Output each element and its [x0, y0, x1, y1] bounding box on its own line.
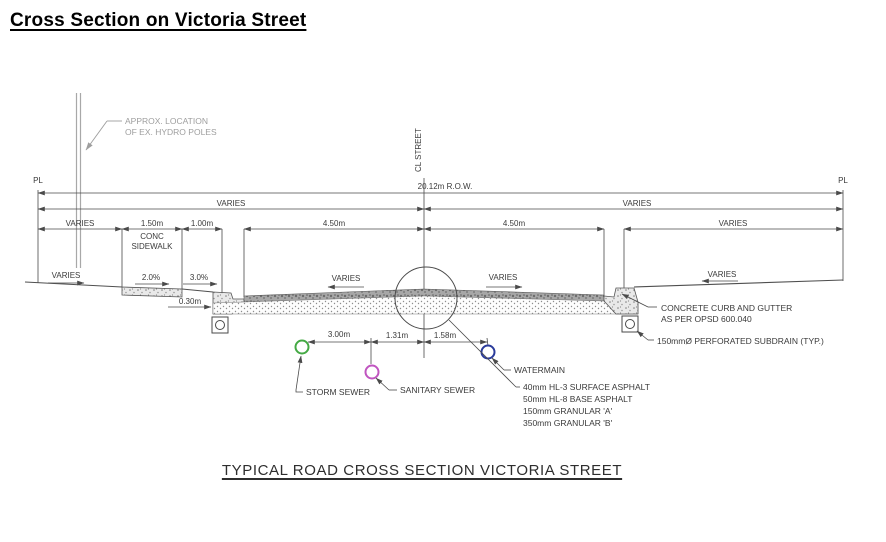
curb-callout-line2: AS PER OPSD 600.040	[661, 314, 752, 324]
pavement-line4: 350mm GRANULAR 'B'	[523, 418, 613, 428]
hydro-callout-line2: OF EX. HYDRO POLES	[125, 127, 217, 137]
sidewalk-label-line2: SIDEWALK	[131, 242, 173, 251]
storm-sewer-label: STORM SEWER	[306, 387, 370, 397]
storm-sewer-marker	[294, 339, 310, 355]
subdrain-left	[211, 316, 229, 334]
curb-height-label: 0.30m	[179, 297, 202, 306]
hydro-pole-leader: APPROX. LOCATION OF EX. HYDRO POLES	[85, 116, 217, 151]
varies-row3-right-label: VARIES	[719, 219, 748, 228]
varies-row2-right-label: VARIES	[623, 199, 652, 208]
pavement-callout: 40mm HL-3 SURFACE ASPHALT 50mm HL-8 BASE…	[448, 319, 650, 428]
boulevard-line	[181, 288, 214, 293]
slope-boulevard-label: 3.0%	[190, 273, 208, 282]
sanitary-sewer-label: SANITARY SEWER	[400, 385, 475, 395]
pavement-line3: 150mm GRANULAR 'A'	[523, 406, 613, 416]
subdrain-label: 150mmØ PERFORATED SUBDRAIN (TYP.)	[657, 336, 824, 346]
watermain-marker	[480, 344, 496, 360]
hydro-callout-line1: APPROX. LOCATION	[125, 116, 208, 126]
sanitary-sewer-marker	[364, 364, 380, 380]
varies-row2-left-label: VARIES	[217, 199, 246, 208]
lane-left-label: 4.50m	[323, 219, 346, 228]
pavement-line2: 50mm HL-8 BASE ASPHALT	[523, 394, 632, 404]
slope-road-left-label: VARIES	[332, 274, 361, 283]
pavement-line1: 40mm HL-3 SURFACE ASPHALT	[523, 382, 650, 392]
sidewalk-label-line1: CONC	[140, 232, 164, 241]
curb-height-dim: 0.30m	[168, 297, 212, 310]
row-width-label: 20.12m R.O.W.	[418, 182, 473, 191]
watermain-callout: WATERMAIN	[491, 357, 565, 375]
subdrain-right	[621, 315, 639, 333]
drawing-caption: TYPICAL ROAD CROSS SECTION VICTORIA STRE…	[221, 462, 623, 479]
pl-label-right: PL	[838, 176, 848, 185]
pl-label-left: PL	[33, 176, 43, 185]
subdrain-callout: 150mmØ PERFORATED SUBDRAIN (TYP.)	[636, 330, 824, 346]
detail-circle	[394, 266, 458, 330]
hydro-pole	[75, 93, 82, 268]
dim-cl-watermain-label: 1.58m	[434, 331, 457, 340]
sidewalk-width-label: 1.50m	[141, 219, 164, 228]
dim-row-row2: VARIES VARIES	[37, 199, 844, 212]
utility-dims: 3.00m 1.31m 1.58m	[307, 330, 489, 364]
extension-lines	[37, 190, 844, 297]
lane-right-label: 4.50m	[503, 219, 526, 228]
slope-varies-left-label: VARIES	[52, 271, 81, 280]
sidewalk-slab	[121, 286, 183, 298]
dim-storm-sanitary-label: 3.00m	[328, 330, 351, 339]
ground-line-right	[633, 279, 844, 288]
sanitary-sewer-callout: SANITARY SEWER	[375, 377, 475, 395]
curb-callout: CONCRETE CURB AND GUTTER AS PER OPSD 600…	[621, 293, 792, 324]
slope-varies-right-label: VARIES	[708, 270, 737, 279]
slope-sidewalk-label: 2.0%	[142, 273, 160, 282]
dim-sanitary-cl-label: 1.31m	[386, 331, 409, 340]
ground-line-left	[24, 281, 123, 288]
watermain-label: WATERMAIN	[514, 365, 565, 375]
boulevard-width-label: 1.00m	[191, 219, 214, 228]
slope-road-right-label: VARIES	[489, 273, 518, 282]
storm-sewer-callout: STORM SEWER	[295, 355, 370, 397]
varies-row3-left-label: VARIES	[66, 219, 95, 228]
page-title: Cross Section on Victoria Street	[10, 10, 307, 31]
dim-row-row3: VARIES 1.50m CONC SIDEWALK 1.00m 4.50m 4…	[37, 219, 844, 251]
curb-callout-line1: CONCRETE CURB AND GUTTER	[661, 303, 792, 313]
slope-annotations: VARIES 2.0% 3.0% VARIES VARIES VARIES	[48, 270, 738, 290]
cl-street-label: CL STREET	[414, 128, 423, 172]
